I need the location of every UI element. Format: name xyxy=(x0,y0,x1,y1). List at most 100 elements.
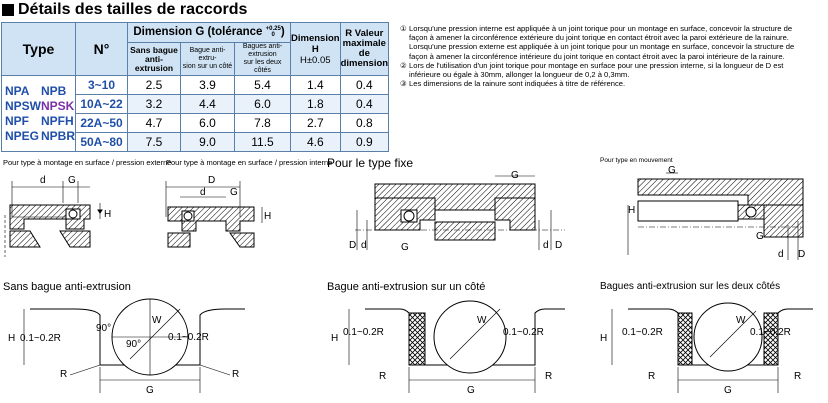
label-angle: 90° xyxy=(126,339,141,350)
label-d: d xyxy=(200,187,206,198)
label-r: R xyxy=(379,371,386,382)
label-D: D xyxy=(555,240,562,251)
note-line: façon à amener la circonférence extérieu… xyxy=(409,33,789,43)
cell-g3: 11.5 xyxy=(234,132,291,152)
label-radius: 0.1~0.2R xyxy=(168,332,209,343)
caption-surface-external: Pour type à montage en surface / pressio… xyxy=(3,158,172,167)
cell-r: 0.4 xyxy=(339,75,390,95)
label-w: W xyxy=(736,315,746,326)
label-r: R xyxy=(794,371,801,382)
row-n: 10A~22 xyxy=(75,94,128,114)
row-n: 50A~80 xyxy=(75,132,128,152)
header-sub-2: Bague anti-extru-sion sur un côté xyxy=(180,42,235,76)
label-g: G xyxy=(146,385,154,396)
cell-r: 0.4 xyxy=(339,94,390,114)
header-type: Type xyxy=(1,22,76,76)
drawing-groove-one-ring: H 0.1~0.2R 0.1~0.2R W R R G xyxy=(331,300,565,396)
label-h: H xyxy=(8,333,15,344)
row-n: 3~10 xyxy=(75,75,128,95)
label-g: G xyxy=(511,170,519,181)
page-title: Détails des tailles de raccords xyxy=(2,1,247,19)
caption-surface-internal: Pour type à montage en surface / pressio… xyxy=(166,158,333,167)
cell-g1: 7.5 xyxy=(127,132,181,152)
cell-h: 1.8 xyxy=(290,94,341,114)
label-h: H xyxy=(600,333,607,344)
label-h: H xyxy=(104,209,111,220)
cell-g2: 3.9 xyxy=(180,75,235,95)
header-n: N° xyxy=(75,22,128,76)
label-d: d xyxy=(40,175,46,186)
note-line: inférieure ou égale à 30mm, allonger la … xyxy=(409,70,630,80)
label-g: G xyxy=(401,242,409,253)
label-radius: 0.1~0.2R xyxy=(343,327,384,338)
drawing-groove-no-ring: H 0.1~0.2R 0.1~0.2R 90° 90° W R R G xyxy=(8,298,245,396)
cell-g2: 9.0 xyxy=(180,132,235,152)
label-radius: 0.1~0.2R xyxy=(622,327,663,338)
label-D: D xyxy=(798,249,805,260)
label-g: G xyxy=(68,175,76,186)
label-r: R xyxy=(648,371,655,382)
row-n: 22A~50 xyxy=(75,113,128,133)
label-r: R xyxy=(60,369,67,380)
note-line: Lorsqu'une pression externe est appliqué… xyxy=(409,42,795,52)
cell-h: 1.4 xyxy=(290,75,341,95)
caption-fixed: Pour le type fixe xyxy=(327,156,414,170)
cell-g2: 6.0 xyxy=(180,113,235,133)
drawing-fixed: G G D d D d xyxy=(349,170,565,253)
drawing-surface-internal: D d G H xyxy=(165,175,271,248)
cell-g1: 4.7 xyxy=(127,113,181,133)
label-h: H xyxy=(264,211,271,222)
cell-h: 2.7 xyxy=(290,113,341,133)
label-radius: 0.1~0.2R xyxy=(503,327,544,338)
caption-no-ring: Sans bague anti-extrusion xyxy=(3,281,131,293)
label-D: D xyxy=(349,240,356,251)
title-square-icon xyxy=(2,4,14,16)
label-radius: 0.1~0.2R xyxy=(20,333,61,344)
label-g: G xyxy=(724,385,732,396)
cell-g3: 5.4 xyxy=(234,75,291,95)
drawing-groove-two-rings: H 0.1~0.2R 0.1~0.2R W R R G xyxy=(600,302,813,396)
cell-g1: 2.5 xyxy=(127,75,181,95)
cell-g2: 4.4 xyxy=(180,94,235,114)
cell-r: 0.8 xyxy=(339,113,390,133)
label-r: R xyxy=(232,369,239,380)
caption-moving: Pour type en mouvement xyxy=(600,157,673,164)
label-g: G xyxy=(467,385,475,396)
title-text: Détails des tailles de raccords xyxy=(18,1,248,18)
cell-g3: 6.0 xyxy=(234,94,291,114)
note-line: façon à amener la circonférence intérieu… xyxy=(409,51,785,61)
label-h: H xyxy=(628,205,635,216)
label-r: R xyxy=(545,371,552,382)
label-radius: 0.1~0.2R xyxy=(750,327,791,338)
drawing-surface-external: d G H xyxy=(4,175,111,257)
cell-r: 0.9 xyxy=(339,132,390,152)
cell-h: 4.6 xyxy=(290,132,341,152)
caption-one-side: Bague anti-extrusion sur un côté xyxy=(327,281,486,293)
label-d: d xyxy=(361,240,367,251)
label-g: G xyxy=(230,187,238,198)
drawing-moving: G G H d D xyxy=(627,165,805,260)
label-w: W xyxy=(152,315,162,326)
label-d: d xyxy=(543,240,549,251)
cell-g1: 3.2 xyxy=(127,94,181,114)
label-g: G xyxy=(756,231,764,242)
caption-two-sides: Bagues anti-extrusion sur les deux côtés xyxy=(600,281,781,292)
label-g: G xyxy=(668,165,676,176)
label-d: d xyxy=(778,249,784,260)
label-h: H xyxy=(331,333,338,344)
label-w: W xyxy=(477,315,487,326)
label-D: D xyxy=(208,175,215,186)
label-angle: 90° xyxy=(96,323,111,334)
cell-g3: 7.8 xyxy=(234,113,291,133)
